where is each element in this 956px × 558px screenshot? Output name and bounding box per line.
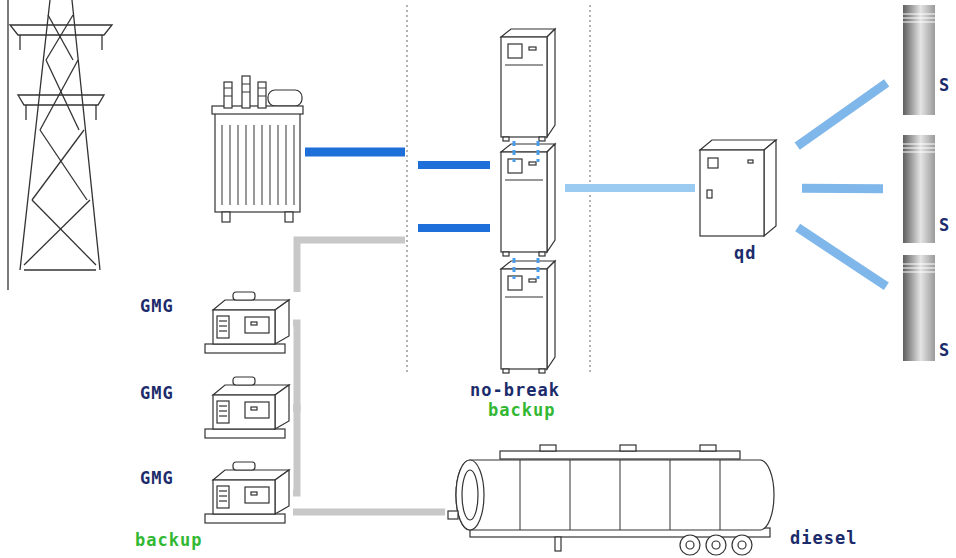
power-line (802, 184, 883, 193)
server: S (903, 5, 935, 115)
ups-group: no-breakbackup (495, 25, 560, 375)
component-label: backup (135, 530, 202, 550)
power-line (565, 184, 695, 192)
component-label: GMG (140, 296, 174, 316)
component-label: no-break (470, 380, 560, 400)
generator: GMG (205, 292, 293, 354)
power-line (293, 323, 297, 408)
server: S (903, 255, 935, 361)
component-label: S (939, 75, 950, 95)
generator: GMGbackup (205, 462, 293, 524)
diesel-tanker: diesel (445, 451, 775, 555)
power-line (798, 228, 887, 287)
component-label: S (939, 340, 950, 360)
generator: GMG (205, 377, 293, 439)
power-line (293, 408, 297, 493)
power-line (797, 83, 886, 146)
component-label: diesel (790, 528, 857, 548)
component-label: GMG (140, 383, 174, 403)
power-line (293, 509, 445, 516)
component-label: qd (734, 243, 756, 263)
component-label: GMG (140, 468, 174, 488)
distribution-panel: qd (700, 140, 776, 236)
server: S (903, 135, 935, 243)
component-label: backup (488, 400, 555, 420)
component-label: S (939, 215, 950, 235)
